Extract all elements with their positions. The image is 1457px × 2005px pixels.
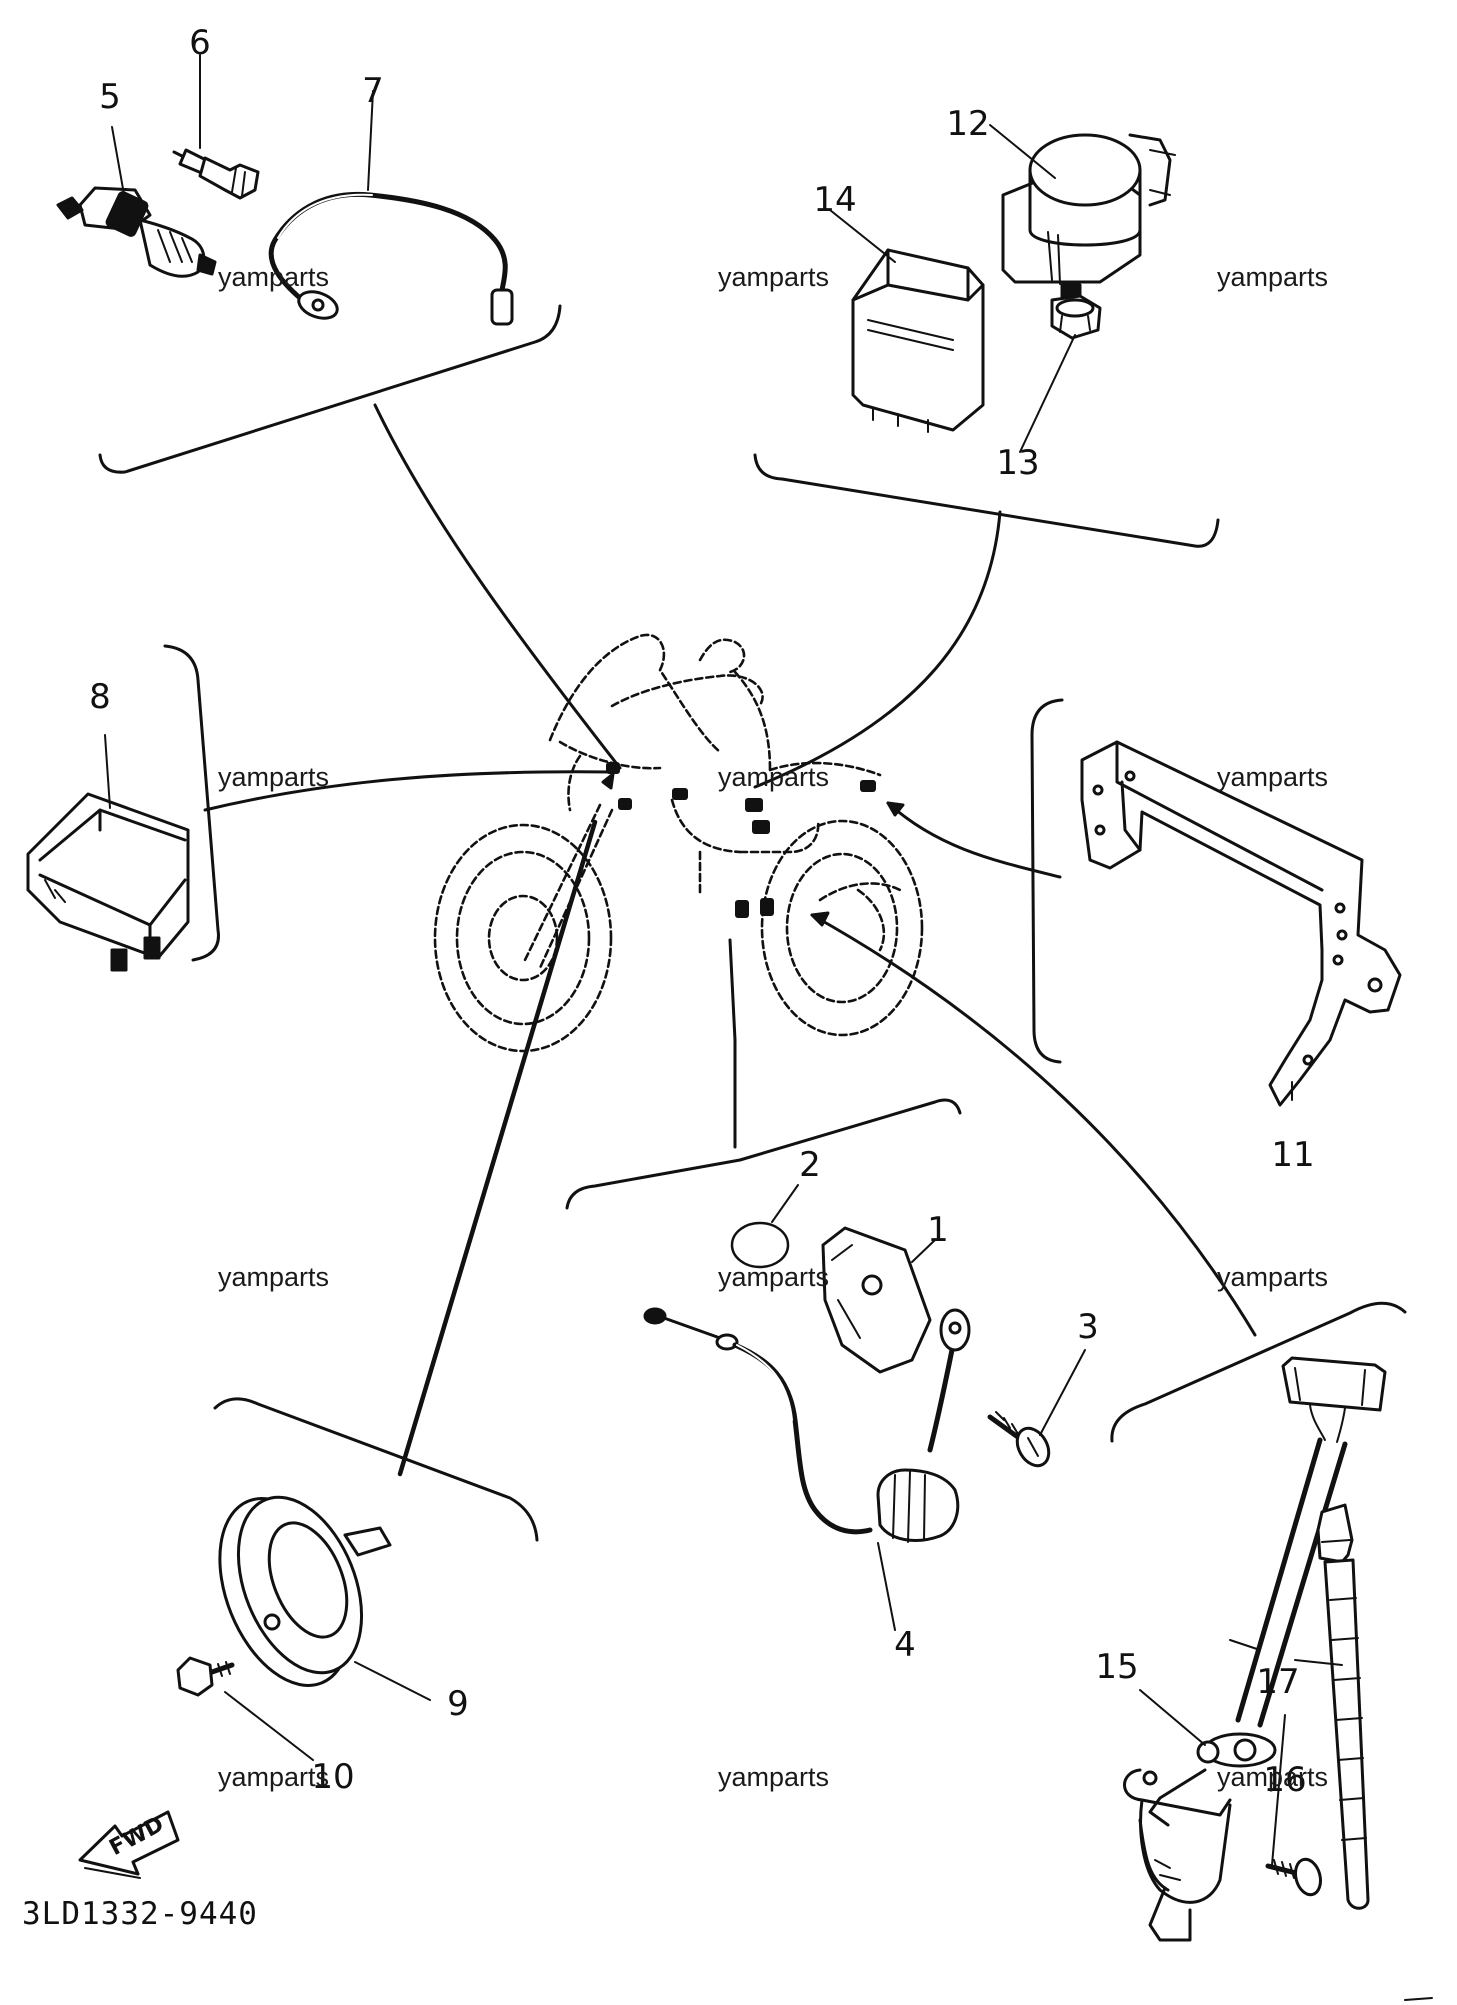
bolt-10-icon — [178, 1658, 232, 1695]
watermark: yamparts — [1217, 1262, 1329, 1292]
sensor-1-icon — [823, 1228, 930, 1372]
relay-14-icon — [853, 250, 983, 432]
bracket-top-left — [100, 306, 560, 472]
watermark: yamparts — [718, 1262, 830, 1292]
nut-13-icon — [1052, 296, 1100, 338]
callout-leaders — [105, 55, 1342, 1865]
bracket-left — [165, 646, 218, 960]
part-number-10: 10 — [311, 1757, 355, 1797]
leader-top-left — [375, 405, 620, 768]
cable-sensor-15-icon — [1125, 1358, 1386, 1940]
watermark: yamparts — [218, 262, 330, 292]
fwd-arrow-icon — [80, 1812, 178, 1878]
part-number-8: 8 — [89, 677, 111, 717]
bolt-16-icon — [1268, 1857, 1324, 1898]
part-number-15: 15 — [1095, 1647, 1139, 1687]
watermark: yamparts — [718, 262, 830, 292]
lead-wire-7-icon — [271, 194, 512, 324]
part-number-6: 6 — [189, 23, 211, 63]
screw-3-icon — [990, 1412, 1055, 1471]
watermark: yamparts — [1217, 1762, 1329, 1792]
sensor-6-icon — [174, 150, 258, 198]
watermark: yamparts — [218, 762, 330, 792]
horn-9-icon — [195, 1479, 390, 1704]
part-number-12: 12 — [946, 104, 990, 144]
part-number-2: 2 — [799, 1145, 821, 1185]
leader-right — [888, 803, 1060, 877]
watermark: yamparts — [218, 1762, 330, 1792]
bracket-right — [1032, 700, 1062, 1062]
part-number-3: 3 — [1077, 1307, 1099, 1347]
bracket-lower-right — [1112, 1303, 1405, 1441]
mount-markers — [606, 762, 876, 918]
watermark: yamparts — [1217, 762, 1329, 792]
leader-left — [205, 772, 612, 810]
leader-center — [730, 940, 735, 1147]
lead-4-icon — [645, 1309, 969, 1542]
part-number-13: 13 — [996, 443, 1040, 483]
watermark: yamparts — [1217, 262, 1329, 292]
bracket-center — [567, 1100, 960, 1208]
part-number-5: 5 — [99, 77, 121, 117]
part-2-icon — [732, 1223, 788, 1267]
part-number-7: 7 — [362, 71, 384, 111]
leader-lower-right — [812, 915, 1255, 1335]
bracket-top-right — [755, 455, 1218, 546]
leader-top-right — [755, 512, 1000, 787]
switch-5-icon — [58, 188, 215, 276]
watermark: yamparts — [218, 1262, 330, 1292]
relay-12-icon — [1003, 135, 1175, 322]
bracket-lower-left — [215, 1399, 537, 1540]
drawing-code: 3LD1332-9440 — [22, 1896, 258, 1932]
part-number-1: 1 — [927, 1210, 949, 1250]
part-number-14: 14 — [813, 180, 857, 220]
bracket-11-icon — [1082, 742, 1400, 1105]
part-number-16: 16 — [1263, 1760, 1307, 1800]
cable-tie-17-icon — [1318, 1505, 1368, 1908]
motorcycle-outline — [435, 635, 922, 1051]
watermark: yamparts — [718, 762, 830, 792]
part-number-17: 17 — [1256, 1662, 1300, 1702]
part-number-9: 9 — [447, 1684, 469, 1724]
watermark: yamparts — [718, 1762, 830, 1792]
leader-lower-left — [400, 822, 595, 1474]
part-number-4: 4 — [894, 1625, 916, 1665]
flasher-relay-8-icon — [28, 794, 188, 970]
part-number-11: 11 — [1271, 1135, 1315, 1175]
